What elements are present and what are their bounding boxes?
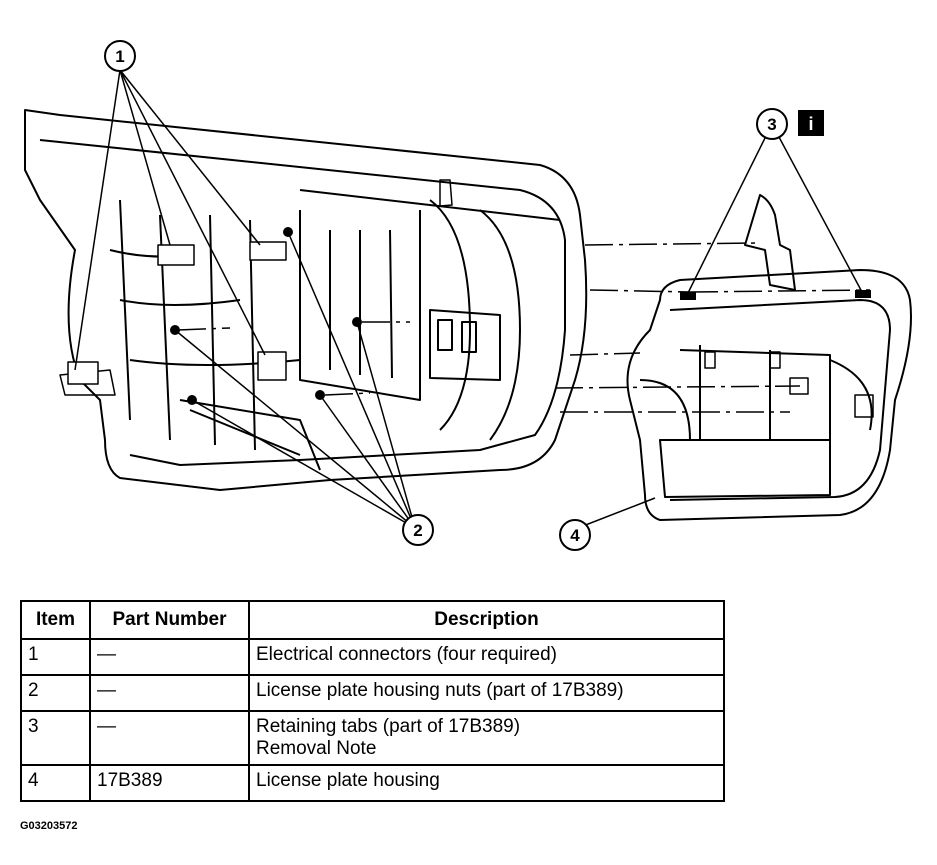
license-plate-housing	[626, 194, 912, 521]
cell-description: License plate housing	[248, 764, 725, 802]
description-line: Retaining tabs (part of 17B389)	[256, 716, 521, 737]
callout-1-circle	[104, 40, 136, 72]
table-row: 3 — Retaining tabs (part of 17B389) Remo…	[20, 710, 725, 766]
callout-3-label: 3	[767, 115, 776, 134]
table-row: 1 — Electrical connectors (four required…	[20, 638, 725, 676]
callout-4-label: 4	[570, 526, 580, 545]
cell-description: Retaining tabs (part of 17B389) Removal …	[248, 710, 725, 766]
callout-4-circle	[559, 519, 591, 551]
header-item: Item	[20, 600, 91, 640]
info-icon[interactable]: i	[798, 110, 824, 136]
removal-note-link[interactable]: Removal Note	[256, 738, 377, 759]
description-line: Electrical connectors (four required)	[256, 644, 557, 665]
cell-item: 1	[20, 638, 91, 676]
parts-table: Item Part Number Description 1 — Electri…	[20, 600, 725, 802]
callout-3-circle	[756, 108, 788, 140]
cell-description: License plate housing nuts (part of 17B3…	[248, 674, 725, 712]
retaining-tab-shapes	[680, 290, 871, 300]
cell-part-number: —	[89, 710, 250, 766]
table-row: 2 — License plate housing nuts (part of …	[20, 674, 725, 712]
cell-part-number: —	[89, 674, 250, 712]
cell-item: 4	[20, 764, 91, 802]
leader-lines	[74, 69, 863, 534]
callout-2-circle	[402, 514, 434, 546]
header-part-number: Part Number	[89, 600, 250, 640]
exploded-view-diagram: 1 2 3 4 i	[24, 40, 912, 551]
info-icon-letter: i	[808, 114, 813, 134]
callout-1-label: 1	[115, 47, 124, 66]
liftgate-panel	[24, 109, 588, 491]
cell-part-number: —	[89, 638, 250, 676]
description-line: License plate housing nuts (part of 17B3…	[256, 680, 624, 701]
header-description: Description	[248, 600, 725, 640]
connector-shapes	[67, 241, 287, 385]
cell-item: 2	[20, 674, 91, 712]
cell-item: 3	[20, 710, 91, 766]
description-line: License plate housing	[256, 770, 440, 791]
alignment-lines	[177, 242, 871, 413]
cell-description: Electrical connectors (four required)	[248, 638, 725, 676]
table-row: 4 17B389 License plate housing	[20, 764, 725, 802]
cell-part-number: 17B389	[89, 764, 250, 802]
figure-id: G03203572	[20, 820, 78, 832]
callout-2-label: 2	[413, 521, 422, 540]
table-header-row: Item Part Number Description	[20, 600, 725, 640]
